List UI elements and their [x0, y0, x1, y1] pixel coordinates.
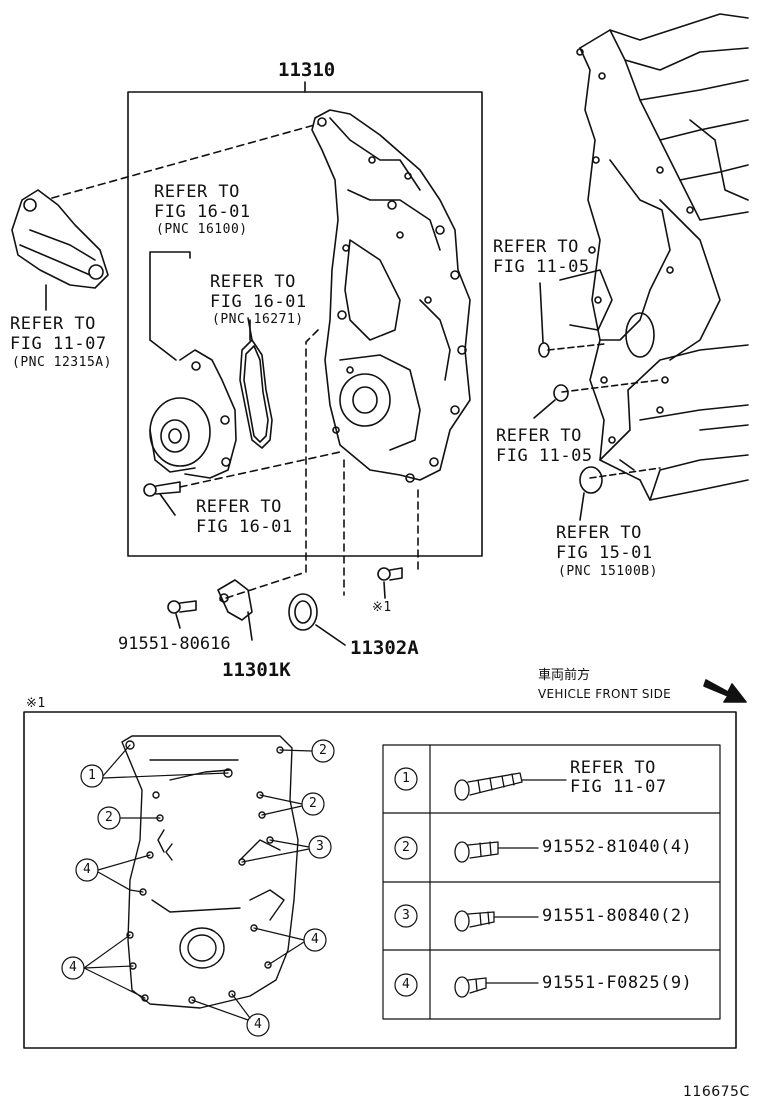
- plug-dash: [547, 343, 605, 351]
- gasket-ref-line1: REFER TO: [210, 272, 296, 292]
- legend-num-3: 3: [402, 908, 411, 923]
- callout-2-a: 2: [319, 743, 328, 758]
- sensor-dash: [219, 329, 319, 601]
- crank-position-sensor: [217, 579, 253, 641]
- assembly-part-number[interactable]: 11310: [278, 59, 336, 81]
- bracket-ref-line2: FIG 11-07: [10, 334, 107, 354]
- callout-4-d: 4: [254, 1017, 263, 1032]
- legend-4-part[interactable]: 91551-F0825(9): [542, 973, 693, 993]
- plug-ref-line2: FIG 11-05: [493, 257, 590, 277]
- legend-1-line2[interactable]: FIG 11-07: [570, 777, 667, 797]
- detail-callouts: [61, 739, 335, 1037]
- callout-1-a: 1: [88, 768, 97, 783]
- cover-bolt: [377, 567, 403, 599]
- plug-ref-line1: REFER TO: [493, 237, 579, 257]
- oring-ref-line1: REFER TO: [496, 426, 582, 446]
- block-ref-pnc: (PNC 15100B): [558, 564, 658, 579]
- mounting-bracket: [11, 189, 109, 311]
- gasket-ref-pnc: (PNC 16271): [212, 312, 304, 327]
- front-direction-arrow: [703, 679, 747, 703]
- idler-ref-line1: REFER TO: [154, 182, 240, 202]
- oring-ref-line2: FIG 11-05: [496, 446, 593, 466]
- vehicle-front-label: VEHICLE FRONT SIDE: [538, 687, 671, 701]
- legend-num-1: 1: [402, 771, 411, 786]
- legend-bolt-2: [454, 841, 539, 863]
- oring-dash: [561, 379, 661, 393]
- gasket: [239, 319, 273, 449]
- callout-4-a: 4: [83, 862, 92, 877]
- legend-table: [382, 744, 721, 1020]
- sensor-bolt-part-number[interactable]: 91551-80616: [118, 634, 231, 654]
- idler-pulley-assembly: [149, 251, 237, 479]
- gasket-ref-line2: FIG 16-01: [210, 292, 307, 312]
- detail-cover-outline: [121, 735, 299, 1009]
- bracket-dash: [51, 123, 319, 199]
- bolt-ref-line1: REFER TO: [196, 497, 282, 517]
- bracket-ref-line1: REFER TO: [10, 314, 96, 334]
- block-ref-line1: REFER TO: [556, 523, 642, 543]
- detail-frame: [23, 711, 737, 1049]
- idler-bolt: [143, 451, 341, 516]
- legend-2-part[interactable]: 91552-81040(4): [542, 837, 693, 857]
- detail-mark: ※1: [26, 696, 46, 711]
- legend-bolt-4: [454, 976, 539, 998]
- callout-4-c: 4: [69, 960, 78, 975]
- drain-plug: [538, 282, 550, 358]
- bracket-ref-pnc: (PNC 12315A): [12, 355, 112, 370]
- idler-ref-pnc: (PNC 16100): [156, 222, 248, 237]
- bolt-ref-line2: FIG 16-01: [196, 517, 293, 537]
- vehicle-front-japanese: 車両前方: [538, 668, 591, 683]
- sensor-bolt: [167, 600, 197, 629]
- gasket-leader: [247, 317, 253, 341]
- engine-block: [559, 13, 749, 501]
- legend-num-2: 2: [402, 840, 411, 855]
- callout-2-b: 2: [105, 810, 114, 825]
- figure-id: 116675C: [683, 1084, 750, 1100]
- large-oring: [579, 466, 603, 521]
- seal-part-number[interactable]: 11302A: [350, 637, 419, 659]
- legend-3-part[interactable]: 91551-80840(2): [542, 906, 693, 926]
- legend-bolt-3: [454, 910, 539, 932]
- timing-chain-cover: [311, 109, 471, 483]
- small-oring: [533, 384, 569, 419]
- legend-bolt-1: [454, 772, 567, 801]
- callout-2-c: 2: [309, 796, 318, 811]
- legend-1-line1[interactable]: REFER TO: [570, 758, 656, 778]
- idler-ref-line2: FIG 16-01: [154, 202, 251, 222]
- oil-seal: [288, 593, 346, 646]
- legend-num-4: 4: [402, 977, 411, 992]
- callout-4-b: 4: [311, 932, 320, 947]
- callout-3-a: 3: [316, 839, 325, 854]
- note-mark: ※1: [372, 600, 392, 615]
- sensor-part-number[interactable]: 11301K: [222, 659, 291, 681]
- block-ref-line2: FIG 15-01: [556, 543, 653, 563]
